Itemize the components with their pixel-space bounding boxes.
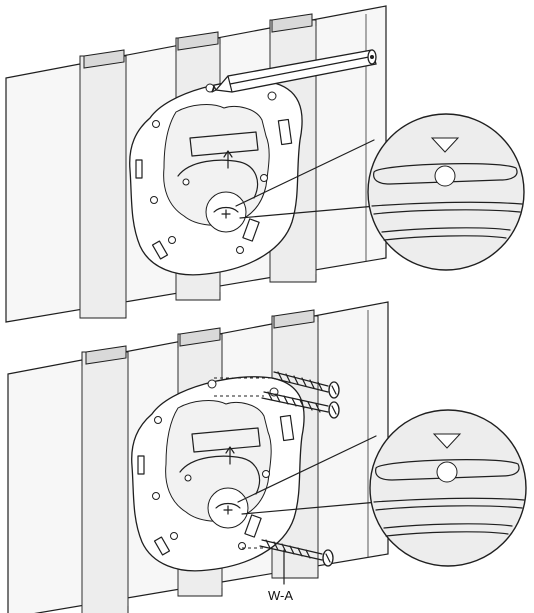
- step2-panel: [7, 301, 527, 613]
- screw-icon: [271, 371, 340, 399]
- part-label: W-A: [268, 588, 293, 603]
- pencil-icon: [211, 49, 377, 93]
- screw-icon: [261, 391, 340, 419]
- screw-icon: [259, 539, 334, 567]
- step1-panel: [5, 5, 525, 323]
